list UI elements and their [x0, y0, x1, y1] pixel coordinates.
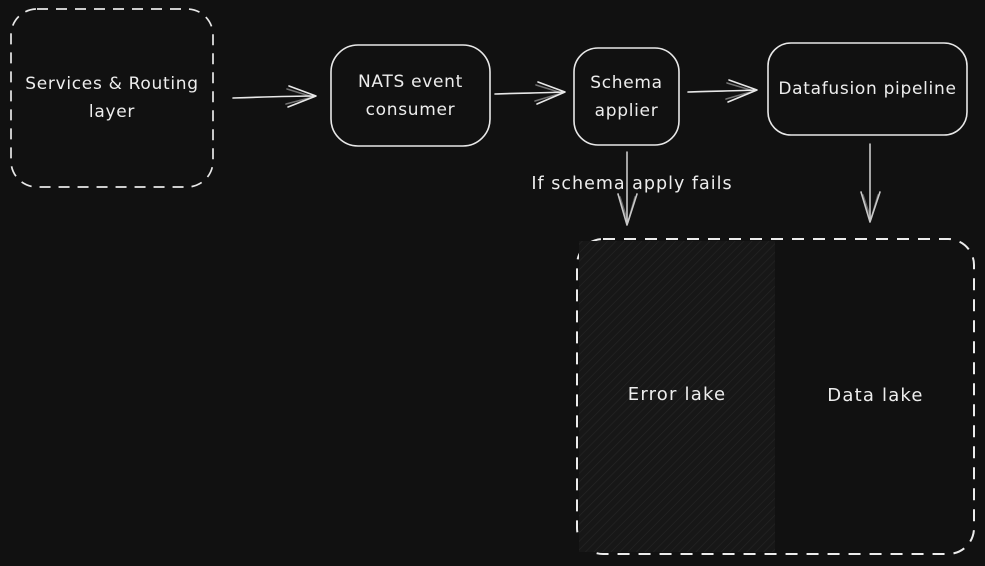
arrow-services-to-nats	[232, 85, 317, 108]
schema-applier-box	[573, 47, 680, 146]
arrow-nats-to-schema	[494, 81, 566, 105]
nats-consumer-box	[330, 44, 491, 147]
arrow-schema-to-error-lake	[617, 151, 638, 226]
datafusion-pipeline-box	[767, 42, 968, 136]
arrow-schema-to-datafusion	[687, 79, 758, 103]
lakes-container-box	[576, 238, 975, 555]
services-routing-box	[10, 8, 214, 188]
arrow-datafusion-to-data-lake	[860, 143, 881, 223]
error-lake-region	[579, 241, 775, 552]
